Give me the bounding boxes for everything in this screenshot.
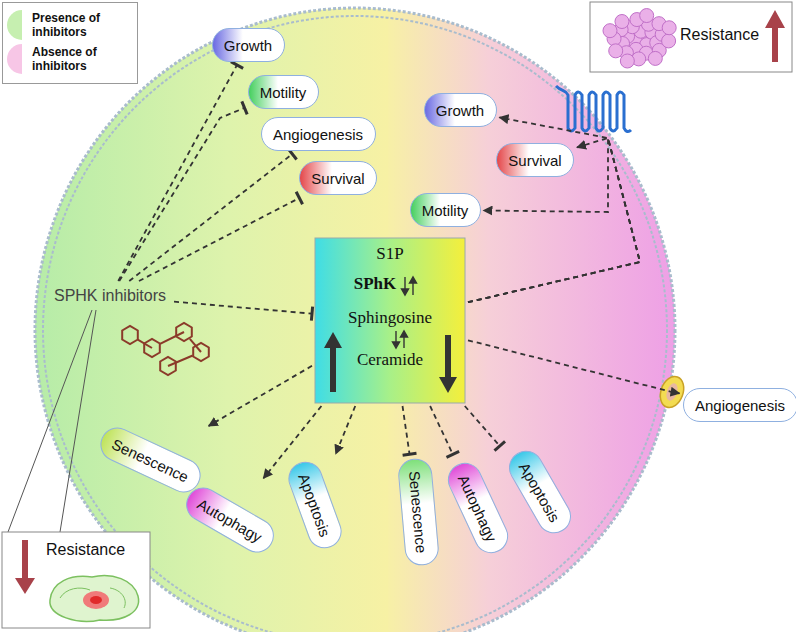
node-text: Autophagy bbox=[195, 495, 266, 546]
node-text: Motility bbox=[422, 202, 469, 219]
node-text: Apoptosis bbox=[296, 471, 335, 539]
resistance-label: Resistance bbox=[680, 22, 766, 48]
node-text: Senescence bbox=[406, 470, 430, 554]
legend-text: Presence of inhibitors bbox=[32, 11, 133, 39]
node-text: Growth bbox=[436, 102, 484, 119]
node-text: Survival bbox=[311, 170, 364, 187]
node-text: SPhK bbox=[300, 274, 450, 294]
tumor-cell bbox=[603, 24, 617, 38]
inhibitor-label: SPHK inhibitors bbox=[50, 285, 170, 307]
s1p-receptor bbox=[556, 86, 631, 132]
legend-swatch bbox=[7, 44, 22, 74]
process-pill: Autophagy bbox=[180, 481, 280, 558]
sensitive-cell bbox=[50, 576, 139, 622]
tumor-cell bbox=[640, 9, 654, 23]
inhibition-connector bbox=[465, 406, 500, 446]
bond bbox=[168, 352, 201, 366]
process-pill: Apoptosis bbox=[503, 445, 577, 540]
resistance-label: Resistance bbox=[46, 538, 146, 562]
inhibition-connector bbox=[174, 302, 312, 314]
node-text: Angiogenesis bbox=[695, 397, 785, 414]
node-text: SPHK inhibitors bbox=[54, 287, 166, 305]
tumor-cluster bbox=[603, 9, 676, 68]
process-pill: Survival bbox=[299, 161, 377, 195]
process-pill: Survival bbox=[496, 143, 574, 177]
bond bbox=[184, 332, 201, 352]
sphingolipid-box: S1PSPhKSphingosineCeramide bbox=[315, 238, 465, 403]
inhibition-connector bbox=[129, 154, 292, 281]
node-text: Apoptosis bbox=[516, 459, 564, 525]
node-text: Motility bbox=[260, 84, 307, 101]
tumor-cell bbox=[620, 54, 634, 68]
resistance-box bbox=[590, 2, 792, 72]
process-pill: Autophagy bbox=[442, 457, 513, 558]
legend-swatch bbox=[7, 10, 22, 40]
tumor-cell bbox=[662, 21, 676, 35]
tumor-cell bbox=[662, 34, 676, 48]
activation-connector bbox=[468, 138, 640, 302]
cell-art bbox=[50, 576, 139, 622]
activation-connector bbox=[468, 117, 640, 302]
cell-art bbox=[90, 596, 102, 604]
node-text: S1P bbox=[315, 244, 465, 264]
cell-art bbox=[402, 289, 409, 295]
node-text: Senescence bbox=[109, 435, 191, 485]
up-arrow bbox=[324, 332, 342, 392]
legend: Presence of inhibitorsAbsence of inhibit… bbox=[2, 2, 138, 84]
process-pill: Motility bbox=[248, 75, 319, 109]
inhibition-connector bbox=[139, 198, 299, 281]
cell-art bbox=[60, 310, 96, 532]
resistance-up-arrow bbox=[765, 10, 785, 62]
node-text: Survival bbox=[508, 152, 561, 169]
process-pill: Growth bbox=[212, 28, 285, 62]
legend-text: Absence of inhibitors bbox=[32, 45, 133, 73]
node-text: Autophagy bbox=[455, 472, 501, 544]
callout-lines bbox=[8, 310, 96, 532]
process-pill: Apoptosis bbox=[284, 457, 347, 553]
inhibition-connector bbox=[119, 108, 244, 281]
activation-connector bbox=[336, 406, 355, 454]
node-text: Resistance bbox=[680, 26, 759, 44]
resistance-down-arrow bbox=[15, 540, 35, 594]
process-pill: Growth bbox=[424, 93, 497, 127]
tumor-cell bbox=[609, 44, 623, 58]
bond bbox=[130, 335, 152, 348]
process-pill: Angiogenesis bbox=[683, 388, 796, 422]
node-text: Sphingosine bbox=[315, 308, 465, 328]
node-text: Angiogenesis bbox=[273, 126, 363, 143]
cell-art bbox=[410, 277, 417, 283]
resistance-box bbox=[2, 532, 150, 628]
down-arrow bbox=[439, 335, 457, 393]
activation-connector bbox=[468, 340, 680, 393]
legend-row: Absence of inhibitors bbox=[7, 44, 133, 74]
node-text: Growth bbox=[224, 37, 272, 54]
cell-art bbox=[393, 342, 400, 348]
process-pill: Angiogenesis bbox=[261, 117, 376, 151]
activation-connector bbox=[468, 138, 640, 302]
inhibition-connector bbox=[403, 406, 410, 454]
sphingolipid-box bbox=[315, 238, 465, 403]
cell-art bbox=[8, 310, 92, 532]
node-text: Resistance bbox=[46, 541, 125, 559]
cell-art bbox=[110, 588, 125, 608]
process-pill: Senescence bbox=[94, 422, 205, 498]
node-text: Ceramide bbox=[315, 350, 465, 370]
process-pill: Senescence bbox=[396, 457, 439, 567]
activation-connector bbox=[209, 366, 312, 426]
inhibition-connector bbox=[430, 406, 453, 454]
tumor-cell bbox=[648, 51, 662, 65]
process-pill: Motility bbox=[410, 193, 481, 227]
inhibitor-molecules bbox=[122, 323, 209, 375]
tumor-cell bbox=[615, 15, 629, 29]
legend-row: Presence of inhibitors bbox=[7, 10, 133, 40]
bond bbox=[152, 332, 184, 348]
cell-art bbox=[83, 591, 109, 609]
ring bbox=[122, 326, 138, 344]
cell-art bbox=[401, 331, 408, 337]
inhibition-connector bbox=[118, 65, 237, 281]
